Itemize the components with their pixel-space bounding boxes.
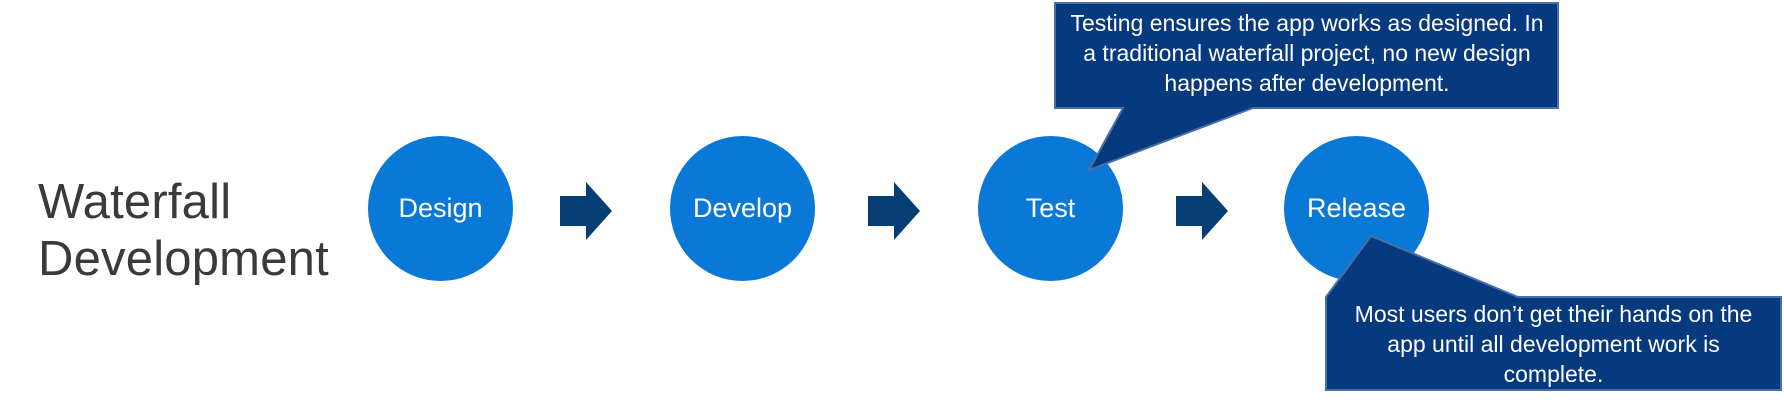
release-callout-line-1: Most users don’t get their hands on the [1354,301,1753,327]
title-line-1: Waterfall [38,175,232,229]
test-callout-line-3: happens after development. [1164,70,1450,96]
right-arrow-icon [560,182,612,240]
step-develop-label: Develop [692,193,793,223]
release-callout-line-3: complete. [1503,361,1604,387]
release-callout-line-2: app until all development work is [1387,331,1720,357]
step-release-label: Release [1306,193,1407,223]
test-callout-text: Testing ensures the app works as designe… [1058,8,1556,98]
title-line-2: Development [38,232,329,286]
release-callout-text: Most users don’t get their hands on the … [1328,299,1779,389]
right-arrow-icon [868,182,920,240]
step-test-label: Test [1025,193,1076,223]
step-design: Design [368,136,513,281]
test-callout-line-2: a traditional waterfall project, no new … [1083,40,1531,66]
step-release: Release [1284,136,1429,281]
right-arrow-icon [1176,182,1228,240]
test-callout-line-1: Testing ensures the app works as designe… [1070,10,1544,36]
step-design-label: Design [398,193,483,223]
step-develop: Develop [670,136,815,281]
diagram-title: Waterfall Development [38,174,368,288]
step-test: Test [978,136,1123,281]
